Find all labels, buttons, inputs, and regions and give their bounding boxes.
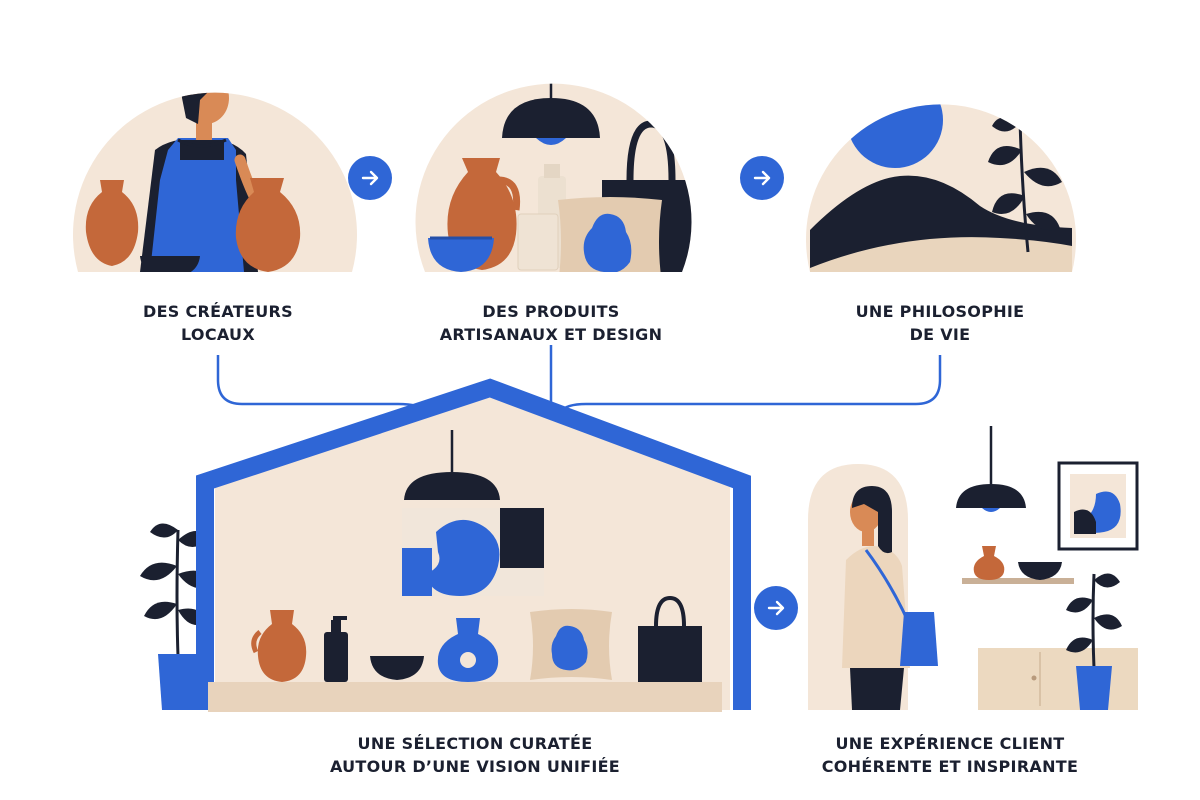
curated-store-illustration (140, 378, 751, 712)
step-label-line: Une philosophie (855, 302, 1025, 321)
philosophy-illustration (805, 104, 1077, 272)
customer-experience-illustration (808, 426, 1139, 710)
step-label-line: de vie (909, 325, 971, 344)
local-makers-illustration (73, 92, 358, 272)
arrow-store-to-experience (754, 586, 798, 630)
arrow-right-icon (767, 600, 785, 616)
experience-label: Une expérience client cohérente et inspi… (800, 732, 1100, 778)
step-label-line: Des créateurs (142, 302, 294, 321)
step-label-products: Des produits artisanaux et design (410, 300, 692, 346)
connector-lines (216, 345, 942, 413)
store-label: Une sélection curatée autour d’une visio… (300, 732, 650, 778)
step-label-line: Des produits (482, 302, 620, 321)
connector-left (216, 355, 429, 413)
arrow-right-icon (753, 170, 771, 186)
step-label-line: locaux (181, 325, 255, 344)
products-illustration (415, 83, 692, 272)
step-label-philosophy: Une philosophie de vie (820, 300, 1060, 346)
experience-label-line: Une expérience client (835, 734, 1065, 753)
experience-label-line: cohérente et inspirante (821, 757, 1079, 776)
arrow-right-icon (361, 170, 379, 186)
store-label-line: Une sélection curatée (357, 734, 593, 753)
store-label-line: autour d’une vision unifiée (329, 757, 621, 776)
arrow-products-to-philosophy (740, 156, 784, 200)
arrow-makers-to-products (348, 156, 392, 200)
step-label-line: artisanaux et design (439, 325, 663, 344)
connector-right (559, 355, 942, 413)
step-label-local-makers: Des créateurs locaux (88, 300, 348, 346)
